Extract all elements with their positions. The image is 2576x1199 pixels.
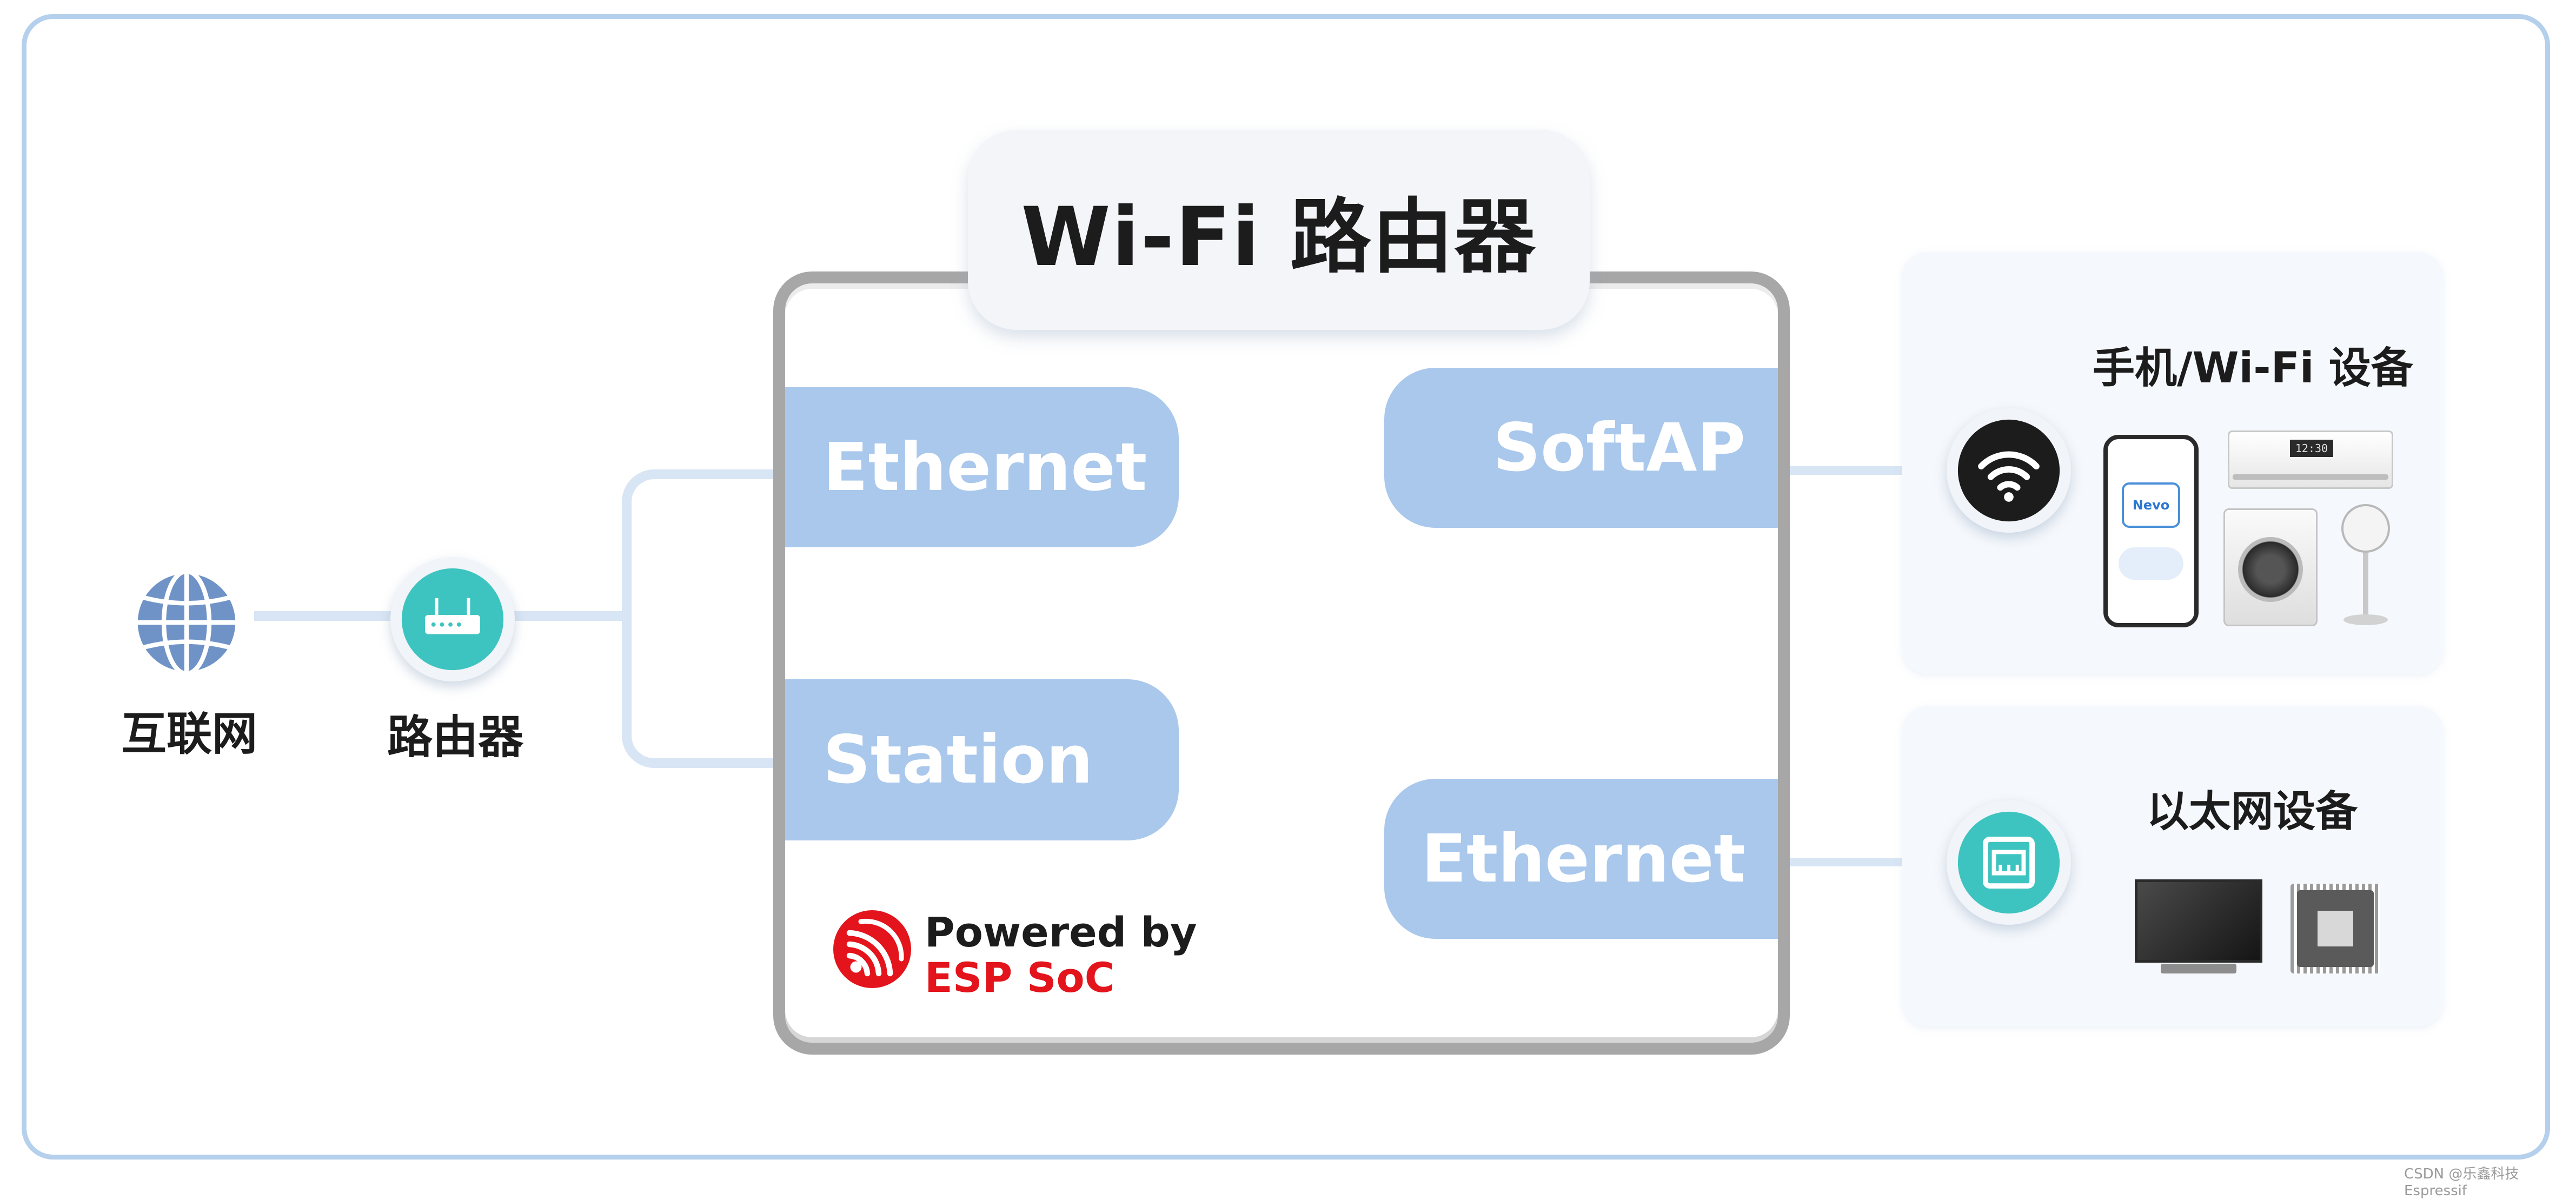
- espressif-logo: [832, 909, 913, 990]
- outer-frame: [22, 14, 2550, 1160]
- line-router-bracket: [508, 611, 627, 621]
- ethernet-node: [1947, 800, 2071, 925]
- chip-die: [2318, 911, 2353, 946]
- pill-softap: SoftAP: [1384, 368, 1778, 528]
- powered-by-line2: ESP SoC: [925, 953, 1115, 1002]
- internet-label: 互联网: [121, 707, 257, 760]
- line-ethernet-card: [1784, 858, 1904, 866]
- wifi-node: [1947, 408, 2071, 533]
- pill-station: Station: [785, 679, 1179, 840]
- bracket-left: [622, 469, 789, 768]
- electric-fan-device: [2336, 501, 2395, 628]
- chip-device: [2290, 884, 2380, 973]
- title-card: Wi-Fi 路由器: [968, 130, 1590, 330]
- fan-head: [2341, 504, 2390, 553]
- pill-softap-label: SoftAP: [1493, 409, 1745, 486]
- fan-base: [2343, 614, 2388, 625]
- line-softap-card: [1784, 466, 1904, 475]
- watermark: CSDN @乐鑫科技 Espressif: [2404, 1166, 2519, 1199]
- ac-display-text: 12:30: [2295, 442, 2328, 455]
- router-node: [390, 557, 515, 681]
- internet-node: [130, 566, 243, 679]
- espressif-logo-icon: [833, 910, 911, 988]
- phone-screen-cloud: [2119, 547, 2183, 580]
- ac-vent: [2233, 474, 2388, 480]
- fan-pole: [2363, 553, 2368, 615]
- powered-by-text: Powered by ESP SoC: [925, 910, 1197, 1001]
- tv-device: [2135, 879, 2262, 976]
- washing-machine-device: [2223, 508, 2318, 626]
- wifi-icon: [1957, 419, 2060, 522]
- wifi-devices-title: 手机/Wi-Fi 设备: [2093, 344, 2413, 393]
- tv-stand: [2161, 964, 2236, 973]
- powered-by-line1: Powered by: [925, 908, 1197, 956]
- router-icon: [401, 568, 504, 671]
- tv-screen: [2135, 879, 2262, 963]
- router-title: Wi-Fi 路由器: [1021, 190, 1537, 284]
- pill-upstream-ethernet-label: Ethernet: [823, 429, 1147, 506]
- washer-door: [2238, 537, 2303, 602]
- pill-downstream-ethernet: Ethernet: [1384, 779, 1778, 939]
- air-conditioner-device: 12:30: [2228, 430, 2393, 489]
- ac-display: 12:30: [2290, 440, 2333, 457]
- router-label: 路由器: [387, 711, 523, 764]
- phone-brand-text: Nevo: [2132, 498, 2170, 513]
- pill-station-label: Station: [823, 721, 1093, 798]
- pill-downstream-ethernet-label: Ethernet: [1421, 820, 1745, 897]
- pill-upstream-ethernet: Ethernet: [785, 387, 1179, 547]
- phone-screen-app: Nevo: [2122, 482, 2180, 528]
- smartphone-device: Nevo: [2103, 435, 2199, 627]
- globe-icon: [133, 569, 240, 676]
- ethernet-port-icon: [1957, 811, 2060, 914]
- line-internet-router: [254, 611, 399, 621]
- ethernet-devices-title: 以太网设备: [2147, 787, 2358, 836]
